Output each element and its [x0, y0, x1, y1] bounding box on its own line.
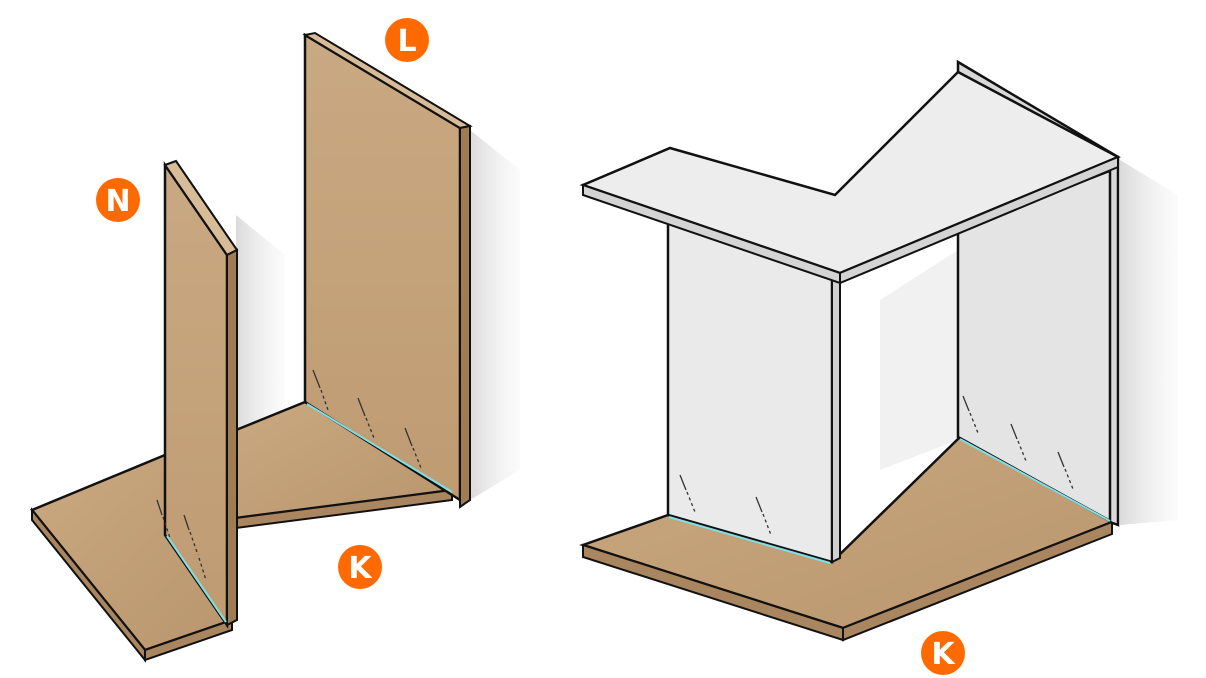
shadow-panel-l: [470, 130, 520, 500]
right-assembly: [579, 59, 1178, 642]
left-assembly: [29, 31, 520, 663]
shadow-right-cabinet: [1120, 160, 1178, 525]
svg-text:K: K: [348, 551, 373, 586]
white-panel-front-left-edge: [831, 272, 841, 564]
dowel-hints-left: [156, 369, 422, 581]
svg-text:L: L: [397, 24, 416, 59]
joint-line-right-a: [668, 516, 831, 564]
svg-text:K: K: [931, 637, 956, 672]
floor-k-right-edge2: [842, 520, 1113, 642]
panel-n-side: [226, 248, 238, 627]
white-top-edge2: [839, 155, 1119, 285]
joint-line-right-b: [959, 438, 1111, 522]
shadow-inside: [880, 250, 958, 470]
shadow-panel-n: [236, 215, 285, 440]
panel-l-side: [459, 124, 471, 509]
joint-line-l: [306, 403, 453, 493]
joint-line-n: [166, 535, 227, 623]
floor-k-left-front-edge2: [144, 618, 233, 662]
badge-k-left: K: [338, 545, 382, 589]
dowel-hints-right: [679, 395, 1074, 536]
badge-n: N: [96, 178, 140, 222]
badge-k-right: K: [921, 631, 965, 675]
badge-l: L: [385, 18, 429, 62]
svg-text:N: N: [105, 184, 130, 219]
